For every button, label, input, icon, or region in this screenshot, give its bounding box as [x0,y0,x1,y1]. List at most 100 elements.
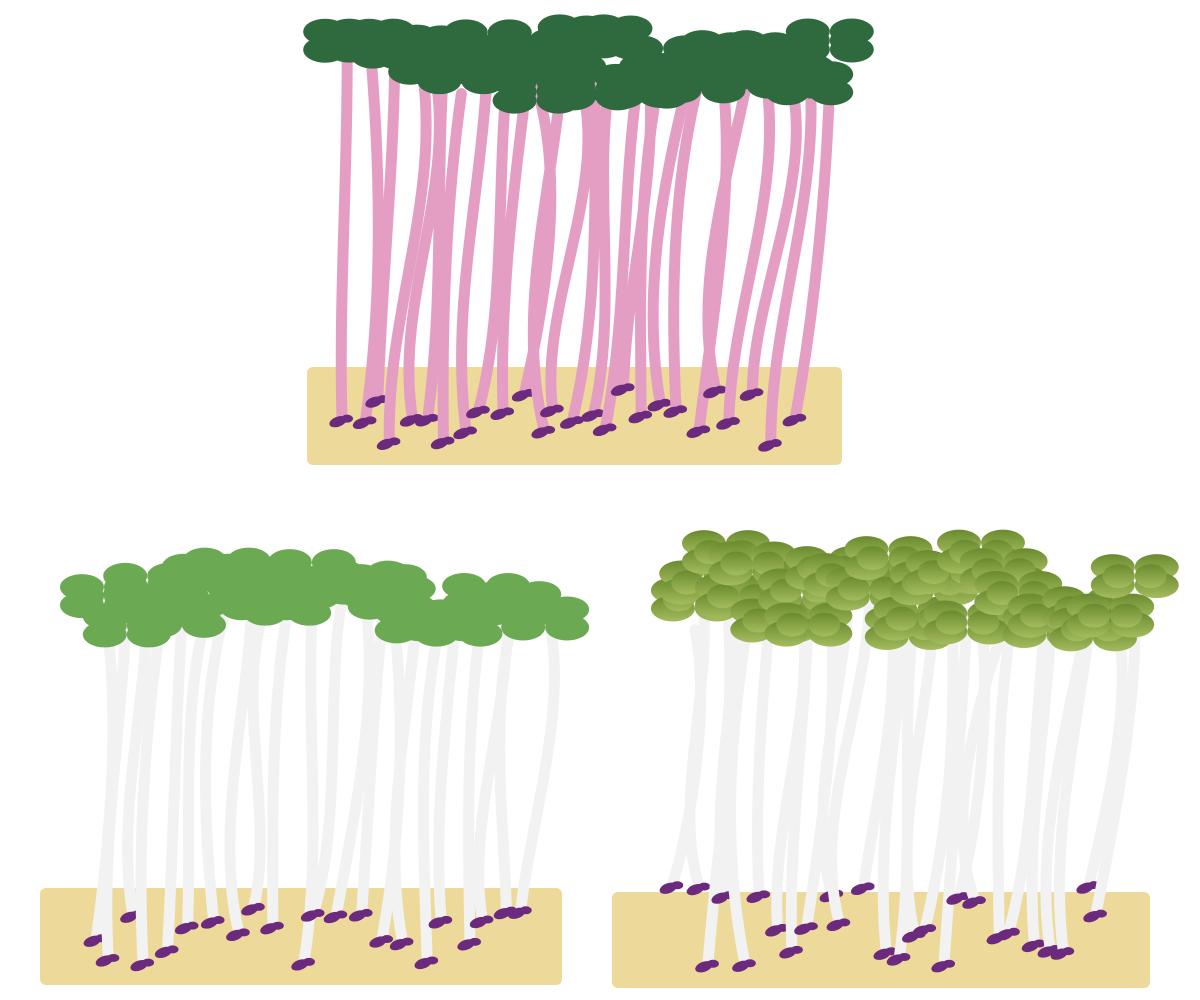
sprout-stem [724,588,758,969]
seed-hull [502,407,515,416]
leaf-base [563,76,596,101]
seed-hull [898,952,911,961]
seed-hull [675,405,688,414]
seed-hull [592,409,605,418]
sprout-stem [224,611,257,938]
sprout-stem [359,55,384,426]
leaf-base [669,69,702,94]
cotyledon-leaf [785,18,830,63]
cotyledon-leaf [809,61,854,106]
leaf-base [545,606,578,631]
leaf-base [720,551,753,576]
cotyledon-leaf [600,64,645,109]
leaf-base [71,584,104,609]
seed-hull [805,922,818,931]
leaves [650,529,1179,652]
cotyledon-leaf [1066,593,1111,638]
leaf-base [1110,603,1143,628]
seed-hull [212,916,225,925]
seed-hull [426,413,439,422]
cotyledon-leaf [619,35,664,80]
sprout-stem [247,606,270,913]
cotyledon-leaf [501,596,546,641]
seed-hull [604,423,617,432]
seed-hull [381,935,394,944]
seed-hull [271,921,284,930]
leaf-base [612,74,645,99]
leaf-base [935,610,968,635]
seed-hull [388,437,401,446]
seed-hull [924,924,937,933]
seed-hull [698,425,711,434]
sprout-stem [515,597,560,916]
seed-hull [426,956,439,965]
sprout-stem [1040,618,1092,955]
seed-hull [364,416,377,425]
sprout-group-white-olive [612,529,1179,988]
leaf-base [706,584,739,609]
sprout-stem [383,46,432,447]
sprout-stem [497,64,535,417]
sprout-stem [494,599,523,917]
sprout-stem [356,613,389,919]
leaf-base [576,25,609,50]
leaf-base [967,610,1000,635]
leaves [59,547,590,648]
cotyledon-leaf [545,596,590,641]
seed-hull [640,410,653,419]
leaf-base [777,71,810,96]
cotyledon-leaf [181,593,226,638]
seed-hull [1033,939,1046,948]
leaf-base [1078,603,1111,628]
seed-hull [166,945,179,954]
cotyledon-leaf [1134,554,1179,599]
seed-hull [360,908,373,917]
leaf-base [504,79,537,104]
sprout-stem [527,69,568,436]
sprout-stem [684,603,710,893]
seed-hull [885,947,898,956]
seed-hull [973,896,986,905]
sprout-stem [599,75,644,433]
sprout-group-white-green [40,547,590,985]
sprout-stem [200,599,233,926]
sprout-stem [588,83,614,419]
seed-hull [312,909,325,918]
sprout-stem [417,610,447,966]
cotyledon-leaf [564,15,609,60]
seed-hull [401,937,414,946]
seed-hull [571,416,584,425]
sprout-stem [101,586,133,964]
sprout-stem [335,52,353,425]
seed-hull [341,414,354,423]
sprout-stem [308,602,346,919]
leaf-base [837,576,870,601]
sprout-group-pink [303,14,874,465]
seed-hull [698,882,711,891]
cotyledon-leaf [808,602,853,647]
sprout-stem [901,604,940,940]
sprout-stem [456,46,494,437]
seed-hull [252,902,265,911]
cotyledon-leaf [765,61,810,106]
cotyledon-leaf [1090,554,1135,599]
seed-hull [237,928,250,937]
sprout-stem [746,75,802,398]
sprout-stem [723,60,776,427]
seed-hull [481,915,494,924]
seed-hull [1062,947,1075,956]
seed-hull [1007,927,1020,936]
sprout-stem [817,611,853,900]
seed-hull [714,385,727,394]
cotyledon-leaf [657,59,702,104]
seed-hull [758,890,771,899]
leaf-base [797,28,830,53]
cotyledon-leaf [82,603,127,648]
seed-hull [659,398,672,407]
sprout-stem [785,603,814,956]
cotyledon-leaf [923,600,968,645]
sprout-stem [330,603,375,921]
seed-hull [142,958,155,967]
seed-hull [335,910,348,919]
seed-hull [743,959,756,968]
